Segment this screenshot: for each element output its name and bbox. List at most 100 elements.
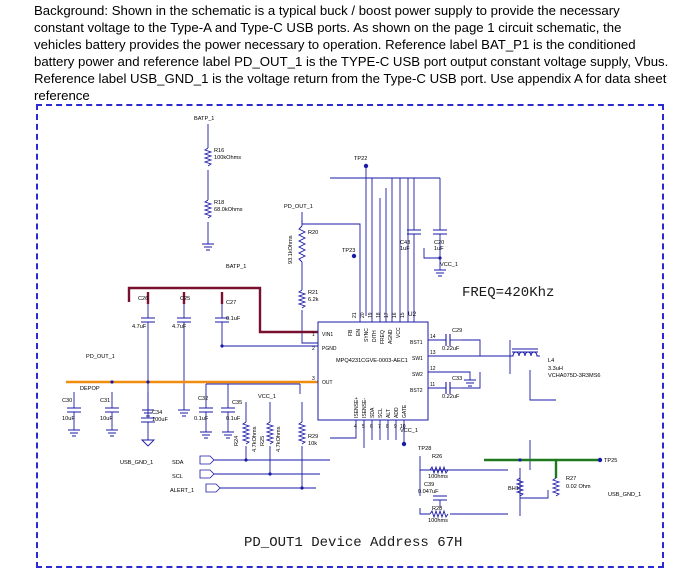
label-c43: C43 bbox=[400, 240, 410, 246]
capacitor-c20 bbox=[433, 229, 447, 248]
pin-alt: ALT bbox=[386, 409, 392, 418]
net-vcc-bottom: VCC_1 bbox=[400, 428, 418, 434]
value-r20: 93.1kOhms bbox=[288, 235, 294, 264]
value-r29: 10k bbox=[308, 441, 317, 447]
value-c25: 4.7uF bbox=[172, 324, 187, 330]
pin-num: 10 bbox=[400, 424, 406, 430]
label-r20: R20 bbox=[308, 230, 318, 236]
label-r26: R26 bbox=[432, 454, 442, 460]
net-batp-top: BATP_1 bbox=[194, 116, 214, 122]
capacitor-symbols bbox=[67, 229, 462, 501]
inductor-l4 bbox=[510, 348, 540, 357]
label-c27: C27 bbox=[226, 300, 236, 306]
label-c32: C32 bbox=[198, 396, 208, 402]
testpoint-tp22 bbox=[363, 163, 369, 169]
label-bh1: BH1 bbox=[508, 486, 519, 492]
ground-icon bbox=[222, 431, 234, 439]
capacitor-c25 bbox=[177, 317, 191, 330]
offpage-connectors bbox=[199, 455, 221, 493]
ground-icon bbox=[178, 409, 190, 417]
net-batp-mid: BATP_1 bbox=[226, 264, 246, 270]
pin-num: 5 bbox=[362, 424, 365, 430]
value-r21: 6.2k bbox=[308, 297, 319, 303]
value-c43: 1uF bbox=[400, 246, 410, 252]
value-r16: 100kOhms bbox=[214, 155, 241, 161]
label-r27: R27 bbox=[566, 476, 576, 482]
label-r24: R24 bbox=[234, 436, 240, 446]
value-c32: 0.1uF bbox=[194, 416, 209, 422]
label-r29: R29 bbox=[308, 434, 318, 440]
schematic-frame bbox=[36, 104, 664, 568]
pin-vcc: VCC bbox=[396, 327, 402, 338]
ground-icon bbox=[68, 429, 80, 437]
pin-out: OUT bbox=[322, 380, 333, 386]
value-l4: 3.3uH bbox=[548, 366, 563, 372]
junction-dot bbox=[268, 472, 272, 476]
net-labels: BATP_1 BATP_1 PD_OUT_1 PD_OUT_1 VCC_1 VC… bbox=[62, 116, 641, 551]
capacitor-c30 bbox=[67, 407, 81, 418]
ic-ref: U2 bbox=[408, 311, 417, 318]
net-depop: DEPOP bbox=[80, 386, 100, 392]
pin-num: 9 bbox=[394, 424, 397, 430]
capacitor-c27 bbox=[215, 317, 229, 330]
label-c26: C26 bbox=[138, 296, 148, 302]
label-c35: C35 bbox=[232, 400, 242, 406]
capacitor-c43 bbox=[407, 229, 421, 248]
net-alert: ALERT_1 bbox=[170, 488, 194, 494]
testpoint-tp25 bbox=[597, 457, 603, 463]
label-r21: R21 bbox=[308, 290, 318, 296]
label-c31: C31 bbox=[100, 398, 110, 404]
resistor-r28 bbox=[429, 509, 449, 519]
label-r28: R28 bbox=[432, 506, 442, 512]
ic-part: MPQ4231CGVE-0003-AEC1 bbox=[336, 358, 408, 364]
pin-sw1: SW1 bbox=[412, 356, 423, 362]
pin-num: 6 bbox=[370, 424, 373, 430]
value-c39: 0.047uF bbox=[418, 489, 439, 495]
resistor-symbols bbox=[203, 147, 561, 519]
value-r28: 100hms bbox=[428, 518, 448, 524]
pin-num: 15 bbox=[400, 312, 406, 318]
pin-isense-minus: ISENSE- bbox=[362, 398, 368, 418]
label-c34: C34 bbox=[152, 410, 162, 416]
net-sda: SDA bbox=[172, 460, 184, 466]
pin-pgnd: PGND bbox=[322, 346, 337, 352]
net-scl: SCL bbox=[172, 474, 183, 480]
pin-fb: FB bbox=[348, 329, 354, 336]
pin-num: 1 bbox=[312, 332, 315, 338]
pin-num: 3 bbox=[312, 376, 315, 382]
pin-num: 16 bbox=[392, 312, 398, 318]
pin-sda: SDA bbox=[370, 407, 376, 418]
pin-num: 7 bbox=[378, 424, 381, 430]
resistor-r29 bbox=[297, 421, 307, 445]
connector-scl bbox=[199, 469, 215, 479]
label-r18: R18 bbox=[214, 200, 224, 206]
label-tp28: TP28 bbox=[418, 446, 431, 452]
net-usb-gnd-left: USB_GND_1 bbox=[120, 460, 153, 466]
label-r16: R16 bbox=[214, 148, 224, 154]
pin-num: 2 bbox=[312, 346, 315, 352]
ground-icon bbox=[140, 439, 156, 447]
resistor-r16 bbox=[203, 147, 213, 167]
value-c33: 0.22uF bbox=[442, 394, 460, 400]
resistor-r27-left bbox=[515, 477, 525, 497]
part-l4: VCHA075D-3R3MS6 bbox=[548, 373, 601, 379]
junction-dot bbox=[300, 486, 304, 490]
value-c31: 10uF bbox=[100, 416, 113, 422]
capacitor-c39 bbox=[433, 495, 447, 501]
pin-freq: FREQ bbox=[380, 330, 386, 344]
pin-num: 4 bbox=[354, 424, 357, 430]
resistor-r27 bbox=[551, 477, 561, 497]
label-r25: R25 bbox=[260, 436, 266, 446]
label-tp25: TP25 bbox=[604, 458, 617, 464]
pin-num: 17 bbox=[384, 312, 390, 318]
capacitor-c35 bbox=[221, 407, 235, 418]
junction-dot bbox=[518, 458, 522, 462]
ground-icon bbox=[200, 431, 212, 439]
label-c20: C20 bbox=[434, 240, 444, 246]
pin-num: 18 bbox=[376, 312, 382, 318]
pin-sw2: SW2 bbox=[412, 372, 423, 378]
value-r25: 4.7kOhms bbox=[276, 426, 282, 452]
testpoint-tp23 bbox=[351, 253, 357, 259]
pin-add: ADD bbox=[394, 407, 400, 418]
